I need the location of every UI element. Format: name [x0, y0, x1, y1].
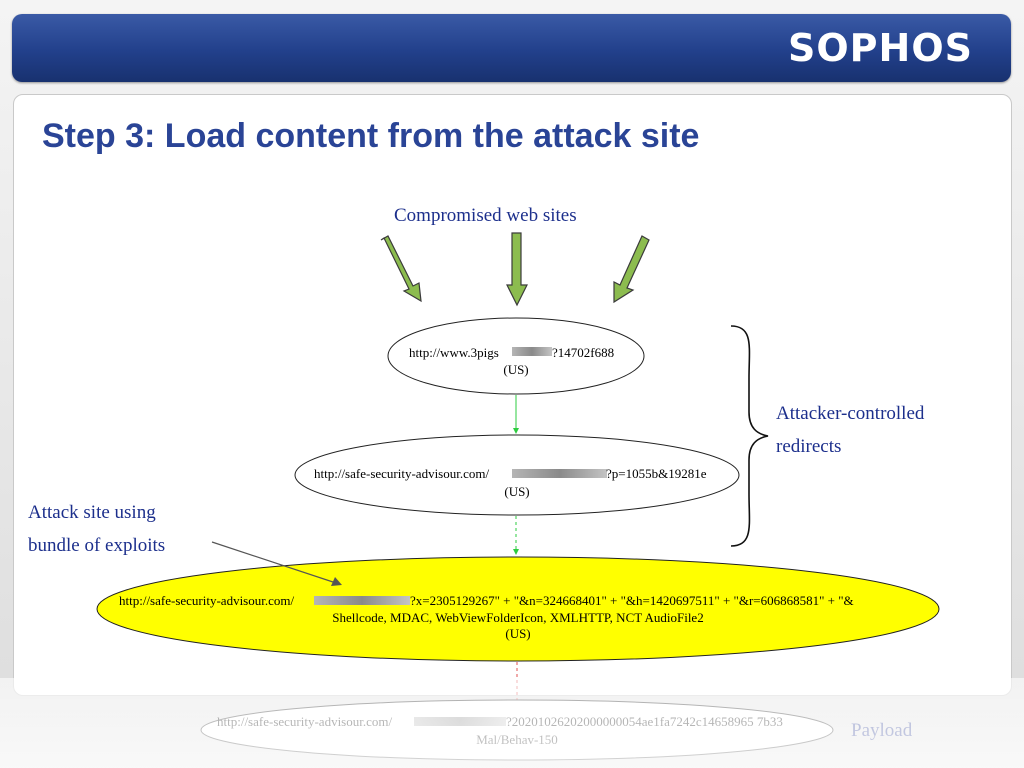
attack-node-url-suffix: ?x=2305129267" + "&n=324668401" + "&h=14…: [410, 593, 854, 608]
node2-url-prefix: http://safe-security-advisour.com/: [314, 466, 489, 481]
attack-node-url-prefix: http://safe-security-advisour.com/: [119, 593, 294, 608]
redacted-segment: [512, 469, 607, 478]
attack-site-pointer: [211, 541, 342, 586]
redirect-node-1: http://www.3pigs ?14702f688 (US): [387, 317, 645, 395]
compromised-sites-label: Compromised web sites: [394, 205, 577, 226]
arrow-right-icon: [613, 235, 650, 304]
node2-country: (US): [504, 484, 529, 499]
redacted-segment: [414, 717, 506, 726]
page-title: Step 3: Load content from the attack sit…: [42, 117, 700, 155]
sophos-logo: SOPHOS: [788, 26, 973, 70]
node2-url-suffix: ?p=1055b&19281e: [606, 466, 707, 481]
connector-3-4: [514, 662, 520, 706]
connector-2-3: [513, 516, 519, 555]
arrow-center-icon: [506, 232, 528, 307]
node1-url-suffix: ?14702f688: [552, 345, 614, 360]
redirect-node-2: http://safe-security-advisour.com/ ?p=10…: [294, 434, 740, 516]
connector-1-2: [513, 395, 519, 434]
redirects-brace-icon: [730, 325, 769, 547]
attack-node-country: (US): [505, 626, 530, 641]
attack-node-exploits: Shellcode, MDAC, WebViewFolderIcon, XMLH…: [332, 610, 703, 625]
attacker-redirects-label-line1: Attacker-controlled: [776, 403, 925, 424]
payload-node-url-prefix: http://safe-security-advisour.com/: [217, 714, 392, 729]
arrow-left-icon: [380, 235, 422, 303]
payload-node-url-suffix: ?20201026202000000054ae1fa7242c14658965 …: [506, 714, 783, 729]
redacted-segment: [314, 596, 410, 605]
attacker-redirects-label-line2: redirects: [776, 436, 842, 457]
node1-url-prefix: http://www.3pigs: [409, 345, 499, 360]
payload-node: http://safe-security-advisour.com/ ?2020…: [200, 699, 834, 761]
attack-site-label-line2: bundle of exploits: [28, 535, 166, 556]
payload-label: Payload: [851, 720, 913, 741]
attack-site-label-line1: Attack site using: [28, 502, 156, 523]
node1-country: (US): [503, 362, 528, 377]
header-bar: SOPHOS: [12, 14, 1011, 82]
payload-node-detection: Mal/Behav-150: [476, 732, 558, 747]
redacted-segment: [512, 347, 552, 356]
attack-site-node: http://safe-security-advisour.com/ ?x=23…: [96, 556, 940, 662]
compromised-site-arrows: [380, 232, 650, 307]
